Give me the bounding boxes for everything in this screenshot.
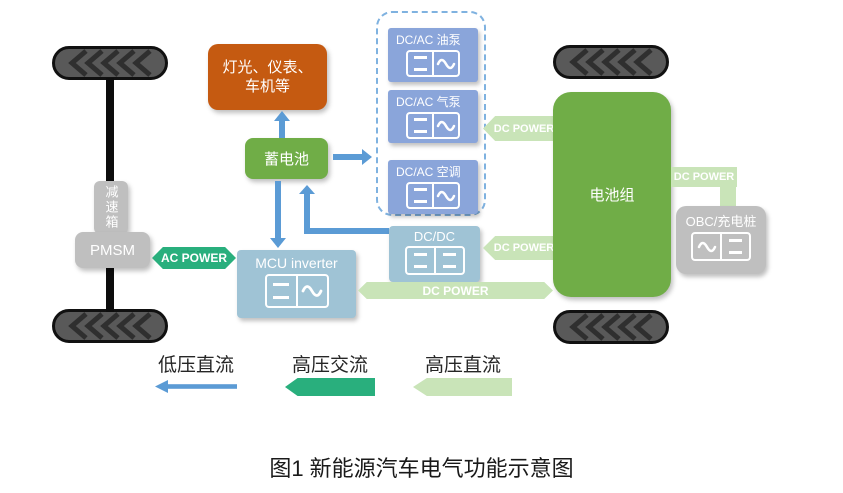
battery-pack-label: 电池组 bbox=[589, 187, 635, 204]
figure-caption: 图1 新能源汽车电气功能示意图 bbox=[269, 456, 574, 481]
dcac-oil-pump-label: DC/AC 油泵 bbox=[396, 33, 461, 47]
obc-charger-box: OBC/充电桩 bbox=[676, 206, 766, 274]
dc-ac-inverter-icon bbox=[264, 274, 329, 308]
dc-power-arrow-to-dcdc: DC POWER bbox=[483, 236, 559, 260]
aux-battery-box: 蓄电池 bbox=[245, 138, 328, 179]
wheel-front-left-icon bbox=[52, 46, 168, 80]
ac-power-flow-arrow: AC POWER bbox=[152, 247, 236, 269]
accessories-box: 灯光、仪表、车机等 bbox=[208, 44, 327, 110]
legend-low-voltage-dc-label: 低压直流 bbox=[157, 355, 234, 376]
legend-high-voltage-ac-label: 高压交流 bbox=[291, 355, 368, 376]
obc-label: OBC/充电桩 bbox=[685, 214, 757, 229]
pmsm-motor-box: PMSM bbox=[75, 232, 150, 268]
wheel-front-right-icon bbox=[553, 45, 669, 79]
dc-dc-converter-icon bbox=[404, 246, 465, 275]
legend-high-voltage-dc-label: 高压直流 bbox=[424, 355, 501, 376]
arrow-battery-to-dcac-group bbox=[333, 149, 372, 165]
dc-power-label: DC POWER bbox=[493, 122, 555, 135]
accessories-label: 灯光、仪表、车机等 bbox=[222, 58, 313, 96]
arrow-battery-to-mcu bbox=[270, 181, 286, 248]
aux-battery-label: 蓄电池 bbox=[263, 151, 309, 168]
mcu-inverter-box: MCU inverter bbox=[237, 250, 356, 318]
dc-power-label: DC POWER bbox=[673, 171, 735, 183]
battery-pack-box: 电池组 bbox=[553, 92, 671, 297]
gearbox-label: 减速箱 bbox=[103, 185, 119, 230]
dcac-oil-pump-box: DC/AC 油泵 bbox=[388, 28, 478, 82]
dc-power-obc-connector-drop bbox=[720, 186, 736, 207]
arrow-dcdc-to-battery bbox=[299, 185, 389, 234]
pmsm-label: PMSM bbox=[90, 241, 135, 259]
dc-power-arrow-to-dcac: DC POWER bbox=[483, 116, 559, 141]
dc-power-label: DC POWER bbox=[493, 242, 555, 254]
dcdc-converter-box: DC/DC bbox=[389, 226, 480, 282]
dc-ac-converter-icon bbox=[406, 182, 460, 209]
wheel-rear-right-icon bbox=[553, 310, 669, 344]
dcac-air-pump-label: DC/AC 气泵 bbox=[396, 95, 461, 109]
legend-high-voltage-dc-arrow bbox=[413, 378, 512, 396]
dcdc-label: DC/DC bbox=[413, 229, 456, 244]
dcac-ac-compressor-box: DC/AC 空调 bbox=[388, 160, 478, 214]
dcac-ac-compressor-label: DC/AC 空调 bbox=[396, 165, 461, 179]
dc-ac-converter-icon bbox=[406, 112, 460, 139]
ac-dc-charger-icon bbox=[691, 232, 751, 261]
dc-power-label: DC POWER bbox=[422, 283, 489, 298]
arrow-battery-to-accessories bbox=[274, 111, 290, 138]
wheel-rear-left-icon bbox=[52, 309, 168, 343]
dc-power-main-bus-arrow: DC POWER bbox=[358, 282, 553, 299]
ac-power-label: AC POWER bbox=[161, 251, 227, 265]
legend-high-voltage-ac-arrow bbox=[285, 378, 375, 396]
legend-low-voltage-dc-arrow bbox=[155, 380, 237, 393]
dc-power-obc-connector: DC POWER bbox=[671, 167, 737, 187]
dcac-air-pump-box: DC/AC 气泵 bbox=[388, 90, 478, 143]
dc-ac-converter-icon bbox=[406, 50, 460, 77]
mcu-inverter-label: MCU inverter bbox=[255, 255, 338, 271]
gearbox-box: 减速箱 bbox=[94, 181, 128, 234]
